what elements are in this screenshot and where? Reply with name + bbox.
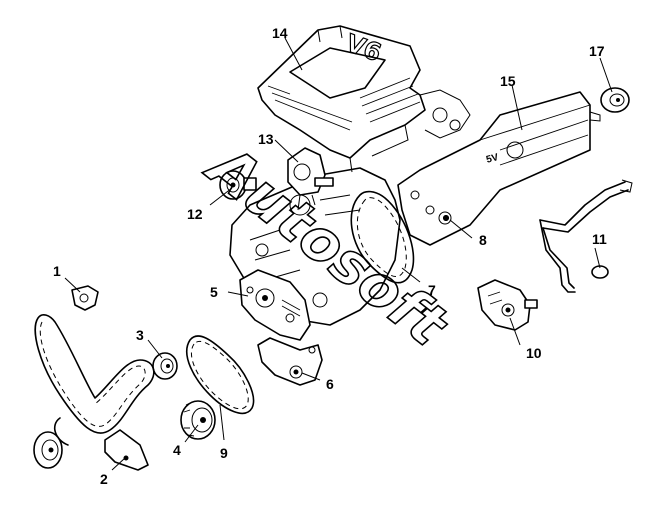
leader-lines bbox=[64, 37, 613, 471]
cylinder-head-cover: 5V bbox=[397, 91, 601, 246]
intake-manifold-cover: V6 bbox=[257, 25, 471, 173]
callout-14: 14 bbox=[272, 25, 288, 41]
callout-11: 11 bbox=[592, 231, 607, 247]
crankshaft-sprocket bbox=[180, 400, 216, 440]
cover-badge: 5V bbox=[485, 152, 500, 166]
callout-12: 12 bbox=[187, 206, 203, 222]
water-pump bbox=[477, 279, 538, 331]
callout-6: 6 bbox=[326, 376, 334, 392]
lower-bracket bbox=[257, 337, 323, 386]
callout-17: 17 bbox=[589, 43, 605, 59]
callout-3: 3 bbox=[136, 327, 144, 343]
callout-labels: 1 2 3 4 5 6 7 8 9 10 11 12 13 14 15 17 bbox=[53, 25, 607, 487]
callout-2: 2 bbox=[100, 471, 108, 487]
tensioner-pulley bbox=[219, 170, 257, 200]
callout-8: 8 bbox=[479, 232, 487, 248]
coolant-pipe bbox=[539, 179, 633, 293]
callout-1: 1 bbox=[53, 263, 61, 279]
timing-chain-lower bbox=[185, 335, 255, 414]
callout-9: 9 bbox=[220, 445, 228, 461]
callout-5: 5 bbox=[210, 284, 218, 300]
callout-7: 7 bbox=[428, 282, 436, 298]
idler-assembly bbox=[287, 147, 334, 211]
callout-10: 10 bbox=[526, 345, 542, 361]
timing-chain-right bbox=[350, 190, 415, 284]
callout-13: 13 bbox=[258, 131, 274, 147]
idler-pulley bbox=[152, 352, 178, 380]
accessory-belt bbox=[34, 313, 155, 446]
callout-15: 15 bbox=[500, 73, 516, 89]
front-cover bbox=[239, 269, 311, 341]
crank-pulley bbox=[33, 431, 63, 469]
callout-4: 4 bbox=[173, 442, 181, 458]
camshaft-sprocket bbox=[443, 215, 449, 221]
belt-guard bbox=[104, 429, 149, 471]
belt-clip bbox=[71, 285, 99, 311]
oil-filler-cap bbox=[600, 87, 630, 113]
